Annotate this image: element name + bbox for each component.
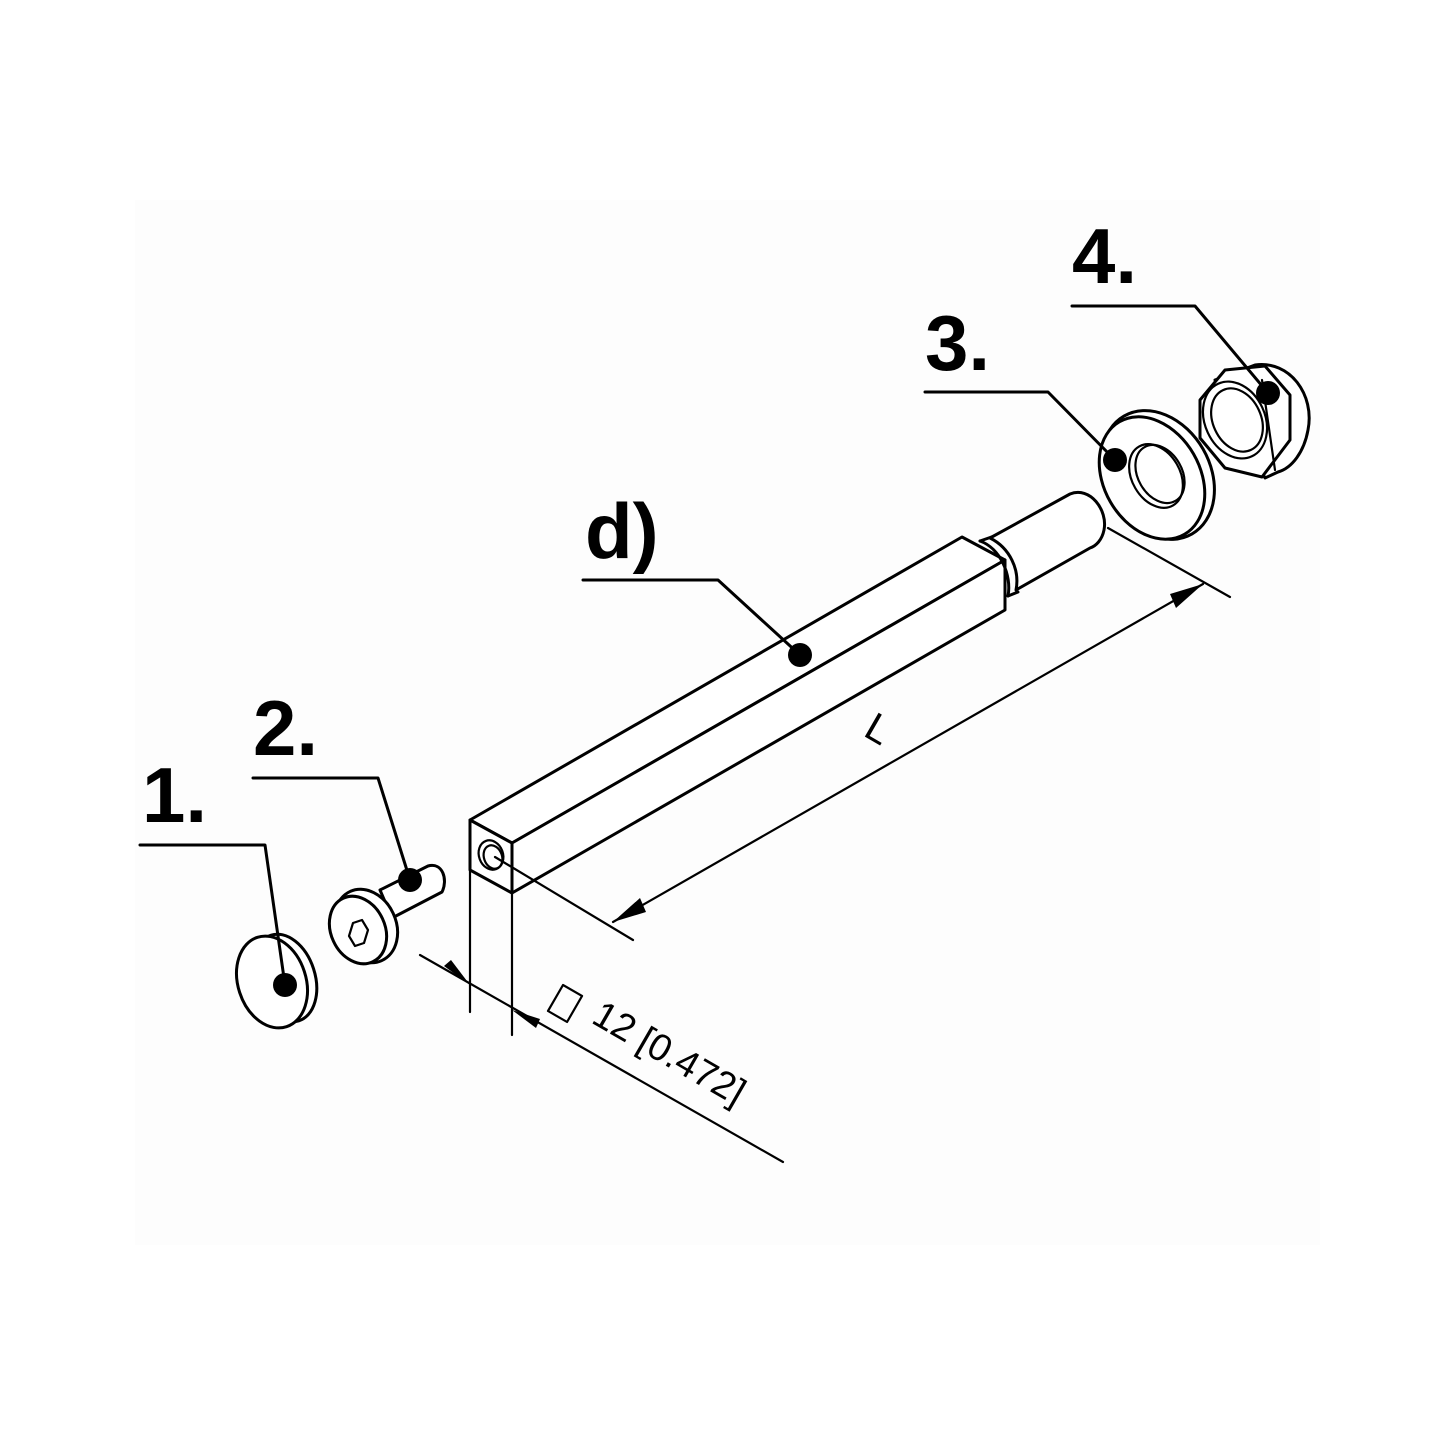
leader-2 <box>251 776 422 892</box>
leader-d <box>581 578 812 667</box>
dimension-square <box>418 953 785 1164</box>
callout-label-4: 4. <box>1072 212 1137 300</box>
leader-1 <box>138 843 297 997</box>
leader-4 <box>1070 304 1280 405</box>
dimension-length-label: L <box>858 705 899 754</box>
callout-label-d: d) <box>585 487 659 575</box>
square-bar-shaft <box>468 490 1107 895</box>
callout-label-1: 1. <box>142 751 207 839</box>
callout-label-3: 3. <box>925 299 990 387</box>
leader-3 <box>923 390 1127 472</box>
washer <box>1097 409 1216 541</box>
dimension-length <box>493 526 1232 942</box>
callout-label-2: 2. <box>253 684 318 772</box>
